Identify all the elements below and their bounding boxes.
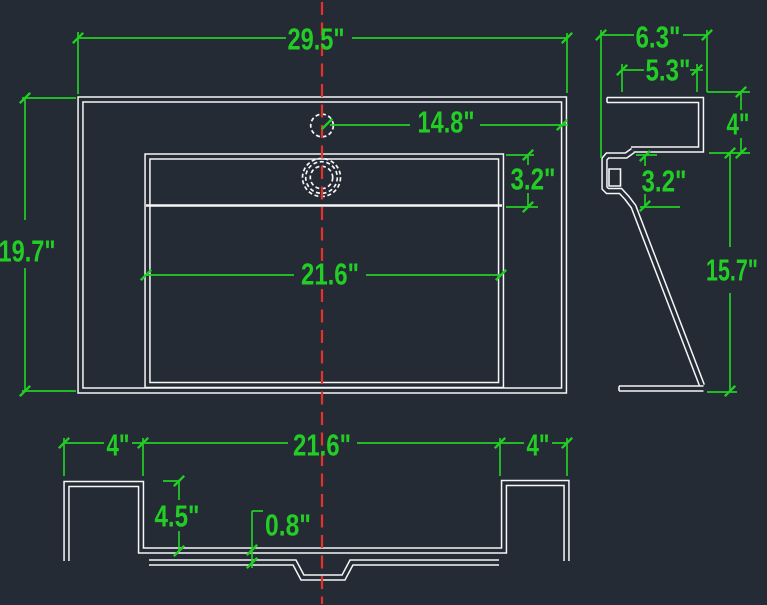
dim-label-apron-height: 4" — [727, 107, 750, 142]
dim-label-overall-width: 29.5" — [288, 22, 345, 57]
dim-label-overall-height: 19.7" — [0, 234, 56, 269]
dim-label-faucet-offset: 14.8" — [418, 105, 475, 140]
drain-hole-middle — [304, 160, 339, 195]
dim-lines-wall-thickness — [251, 510, 263, 568]
dim-lines-basin-inset — [506, 154, 538, 208]
bottom-outer-wall-notch — [149, 559, 499, 581]
dim-lines-left-flange — [63, 438, 144, 476]
dim-label-top-depth: 5.3" — [646, 53, 691, 88]
dim-lines-overall-height — [22, 97, 76, 392]
tick-mark — [320, 117, 334, 131]
dim-label-basin-width: 21.6" — [301, 257, 359, 292]
dim-lines-side-height — [707, 153, 737, 393]
bottom-section-flanges-inner — [64, 481, 569, 561]
side-rim-and-slope-inner — [602, 149, 704, 387]
dim-lines-overall-depth — [600, 30, 708, 158]
dim-label-right-flange: 4" — [527, 428, 550, 463]
side-top-profile — [607, 96, 705, 153]
drain-hole-inner — [309, 165, 334, 190]
dim-label-rim-height: 3.2" — [642, 164, 687, 199]
dim-label-wall-thickness: 0.8" — [265, 508, 311, 543]
dim-label-side-height: 15.7" — [706, 253, 758, 288]
side-top-profile-inner — [607, 98, 703, 152]
dim-label-bottom-basin-width: 21.6" — [293, 428, 351, 463]
dim-lines-overall-width — [77, 32, 568, 94]
side-rim-hollow — [608, 168, 622, 187]
dim-label-basin-depth: 4.5" — [155, 499, 200, 534]
dim-label-left-flange: 4" — [107, 428, 130, 463]
dim-lines-top-depth — [621, 64, 703, 92]
basin-outline-inner — [145, 154, 503, 387]
front-countertop-outline — [77, 96, 568, 394]
front-countertop-outline-inner — [78, 97, 566, 393]
dim-label-overall-depth: 6.3" — [636, 20, 681, 55]
dim-lines-basin-depth — [163, 480, 180, 551]
dim-label-basin-inset: 3.2" — [511, 162, 556, 197]
